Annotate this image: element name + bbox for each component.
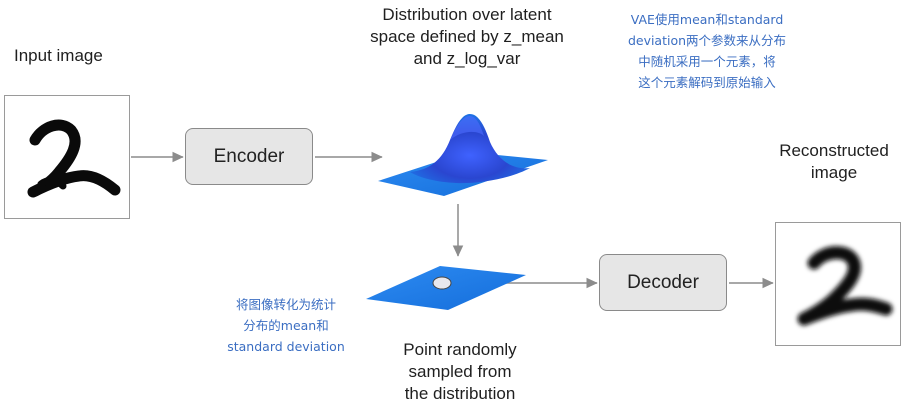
input-digit-image bbox=[4, 95, 130, 219]
note-top-annotation: VAE使用mean和standard deviation两个参数来从分布 中随机… bbox=[596, 9, 818, 93]
sample-caption-line-1: Point randomly bbox=[403, 340, 517, 359]
note-top-line-1: VAE使用mean和standard bbox=[630, 12, 784, 27]
distribution-title-line-2: space defined by z_mean bbox=[370, 27, 564, 46]
sampled-point-plane bbox=[366, 266, 526, 310]
distribution-title-line-3: and z_log_var bbox=[413, 49, 521, 68]
note-top-line-2: deviation两个参数来从分布 bbox=[627, 33, 787, 48]
reconstructed-digit-image bbox=[775, 222, 901, 346]
sampled-point-marker bbox=[432, 276, 452, 290]
encoder-box: Encoder bbox=[185, 128, 313, 185]
reconstructed-caption-line-2: image bbox=[810, 163, 858, 182]
decoder-box: Decoder bbox=[599, 254, 727, 311]
distribution-title-line-1: Distribution over latent bbox=[382, 5, 552, 24]
digit-two-glyph-sharp bbox=[27, 119, 121, 198]
note-left-line-1: 将图像转化为统计 bbox=[235, 297, 336, 312]
sample-caption-line-3: the distribution bbox=[404, 384, 516, 403]
note-top-line-3: 中随机采用一个元素，将 bbox=[638, 54, 776, 69]
note-left-annotation: 将图像转化为统计 分布的mean和 standard deviation bbox=[206, 294, 366, 357]
note-left-line-2: 分布的mean和 bbox=[243, 318, 329, 333]
note-top-line-4: 这个元素解码到原始输入 bbox=[638, 75, 776, 90]
sample-caption-line-2: sampled from bbox=[408, 362, 512, 381]
reconstructed-caption-line-1: Reconstructed bbox=[779, 141, 889, 160]
note-left-line-3: standard deviation bbox=[227, 339, 345, 354]
sample-caption: Point randomly sampled from the distribu… bbox=[370, 339, 550, 405]
gaussian-distribution-surface bbox=[378, 114, 548, 196]
distribution-title: Distribution over latent space defined b… bbox=[352, 4, 582, 70]
reconstructed-caption: Reconstructed image bbox=[762, 140, 906, 184]
digit-two-glyph-blurred bbox=[797, 246, 893, 326]
input-image-label: Input image bbox=[14, 46, 103, 65]
